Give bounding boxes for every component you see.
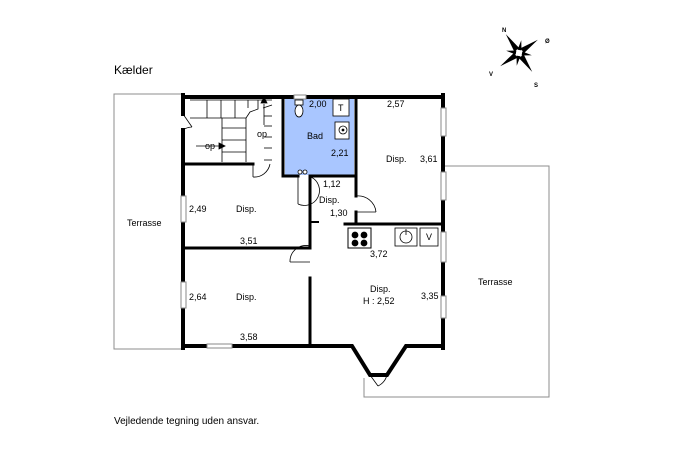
compass-west: V [489,72,493,78]
compass-north: N [502,28,506,34]
compass-south: S [534,83,538,89]
compass-rose-icon [500,34,538,72]
hall-width: 1,12 [323,179,341,189]
disclaimer-caption: Vejledende tegning uden ansvar. [114,416,259,427]
compass-east: Ø [545,39,550,45]
washer-label: V [426,232,432,242]
stairs-up-label: op [205,141,215,151]
terrace-east-outline [363,165,550,398]
disp-ne-depth: 3,61 [420,154,438,164]
sink-icon [334,121,350,140]
window [180,281,187,309]
bathroom-width: 2,00 [309,99,327,109]
hall-depth: 1,30 [330,208,348,218]
page-title: Kælder [114,63,153,77]
window [293,94,307,100]
disp-w2-width: 3,58 [240,332,258,342]
disp-ne-width: 2,57 [387,99,405,109]
disp-se-height: H : 2,52 [363,296,395,306]
terrace-west-outline [113,93,183,350]
dryer-label: T [338,103,344,113]
fixtures [294,98,439,249]
window [180,195,187,223]
disp-w1-width: 3,51 [240,236,258,246]
disp-w2-label: Disp. [236,292,257,302]
terrace-west [113,93,183,350]
window [440,295,447,319]
shower-icon [297,169,308,175]
disp-w2-depth: 2,64 [189,292,207,302]
window [440,171,447,201]
washer-box [419,227,439,247]
terrace-west-label: Terrasse [127,218,162,228]
terrace-east-label: Terrasse [478,277,513,287]
disp-se-label: Disp. [370,284,391,294]
bathroom-label: Bad [307,131,323,141]
doors [182,113,388,387]
dryer-box [332,98,350,117]
stairs-up-label-2: op [257,129,267,139]
windows [180,94,447,349]
bathroom-depth: 2,21 [331,148,349,158]
window [206,343,233,349]
disp-se-width: 3,72 [370,249,388,259]
disp-se-depth: 3,35 [421,291,439,301]
toilet-icon [294,99,304,118]
window [440,231,447,263]
window [440,107,447,137]
disp-w1-label: Disp. [236,204,257,214]
stove-icon [347,227,372,249]
kitchen-sink-icon [394,227,418,247]
disp-w1-depth: 2,49 [189,204,207,214]
hall-label: Disp. [319,195,340,205]
disp-ne-label: Disp. [386,154,407,164]
terrace-east [363,165,550,398]
staircase [190,96,273,162]
